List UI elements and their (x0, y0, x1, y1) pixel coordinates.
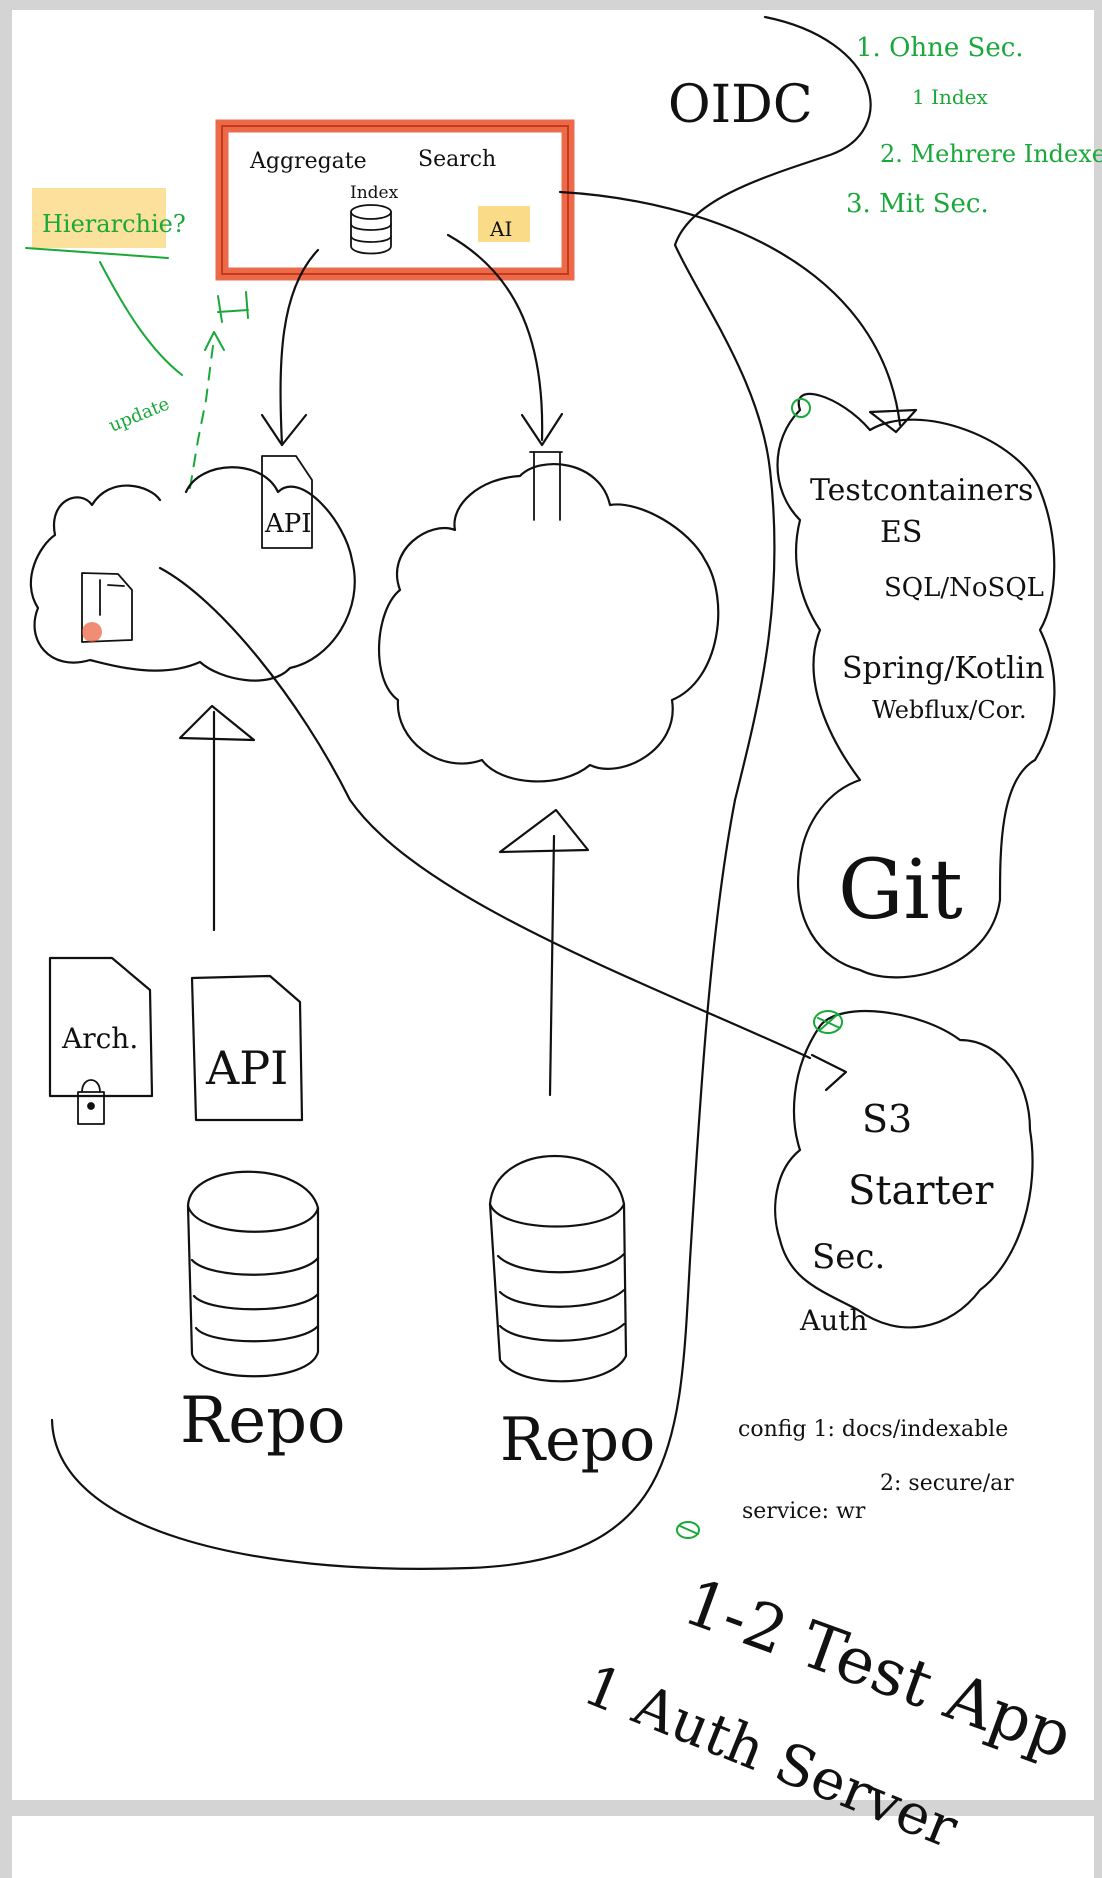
aggregate-label: Aggregate (249, 149, 367, 174)
note-item3-label: 3. Mit Sec. (846, 189, 989, 219)
whiteboard-next-page (12, 1816, 1094, 1878)
git-label: Git (838, 843, 963, 938)
aggregate-search-box: Aggregate Search Index AI (215, 119, 575, 281)
config-line1-label: config 1: docs/indexable (738, 1417, 1008, 1442)
update-arrow (189, 337, 215, 489)
left-repo-database-icon (186, 1170, 320, 1378)
s3-starter-cloud (774, 1009, 1034, 1329)
right-repo-database-icon (488, 1154, 628, 1383)
update-arrowhead (204, 331, 225, 351)
tc-line4-label: Spring/Kotlin (842, 651, 1045, 686)
config-line2-label: 2: secure/ar (880, 1471, 1014, 1496)
tc-line2-label: ES (880, 515, 922, 550)
arch-document: Arch. (48, 956, 154, 1098)
ai-label: AI (489, 217, 512, 241)
document-icon (81, 572, 133, 643)
s3-line3-label: Sec. (812, 1237, 885, 1277)
update-connector-tip (217, 291, 249, 323)
middle-up-arrow (548, 834, 556, 1097)
search-arrowhead (520, 412, 564, 447)
database-icon (350, 204, 392, 255)
api-tag-label: API (264, 509, 312, 539)
alert-marker (82, 622, 102, 642)
note-item1-label: 1. Ohne Sec. (856, 33, 1024, 63)
oidc-label: OIDC (668, 75, 813, 135)
config-line3-label: service: wr (742, 1499, 866, 1524)
hierarchie-label: Hierarchie? (42, 210, 186, 238)
ai-highlight (478, 206, 530, 242)
testcontainers-cloud (776, 392, 1056, 979)
middle-service-cloud (378, 463, 720, 783)
left-up-arrowhead (178, 704, 256, 742)
oidc-boundary (50, 15, 872, 1570)
lock-icon (77, 1079, 105, 1125)
middle-up-arrowhead (498, 808, 590, 854)
testcontainers-checkmark-icon (791, 398, 811, 418)
middle-cloud-connector (529, 451, 563, 521)
hierarchie-highlight (32, 188, 166, 248)
tc-line5-label: Webflux/Cor. (872, 696, 1027, 724)
s3-line1-label: S3 (862, 1097, 912, 1141)
search-label: Search (418, 147, 496, 172)
note-item1-sub-label: 1 Index (912, 85, 989, 109)
left-cloud-to-s3-arrowhead (810, 1053, 848, 1092)
s3-checkmark-icon (813, 1010, 843, 1034)
aggregate-arrowhead (260, 413, 308, 447)
note-item2-label: 2. Mehrere Indexe (880, 140, 1102, 168)
arch-document-label: Arch. (61, 1022, 138, 1055)
search-arrow (446, 233, 544, 442)
box-to-testcontainers-arrow (558, 190, 902, 427)
tc-line3-label: SQL/NoSQL (884, 573, 1044, 603)
hierarchie-connector (99, 261, 183, 376)
api-document-label: API (205, 1041, 288, 1095)
s3-line2-label: Starter (848, 1168, 994, 1214)
left-service-cloud (29, 466, 356, 682)
index-label: Index (350, 183, 399, 203)
right-repo-label: Repo (500, 1405, 655, 1475)
api-document: API (190, 974, 304, 1122)
box-to-testcontainers-arrowhead (868, 408, 918, 434)
config-checkmark-icon (676, 1521, 700, 1539)
aggregate-arrow (279, 248, 320, 447)
s3-line4-label: Auth (799, 1304, 868, 1337)
left-cloud-to-s3-arrow (158, 566, 812, 1060)
tc-line1-label: Testcontainers (810, 473, 1033, 508)
api-tag-document: API (261, 455, 313, 549)
left-repo-label: Repo (180, 1384, 346, 1458)
hierarchie-underline (25, 247, 169, 259)
